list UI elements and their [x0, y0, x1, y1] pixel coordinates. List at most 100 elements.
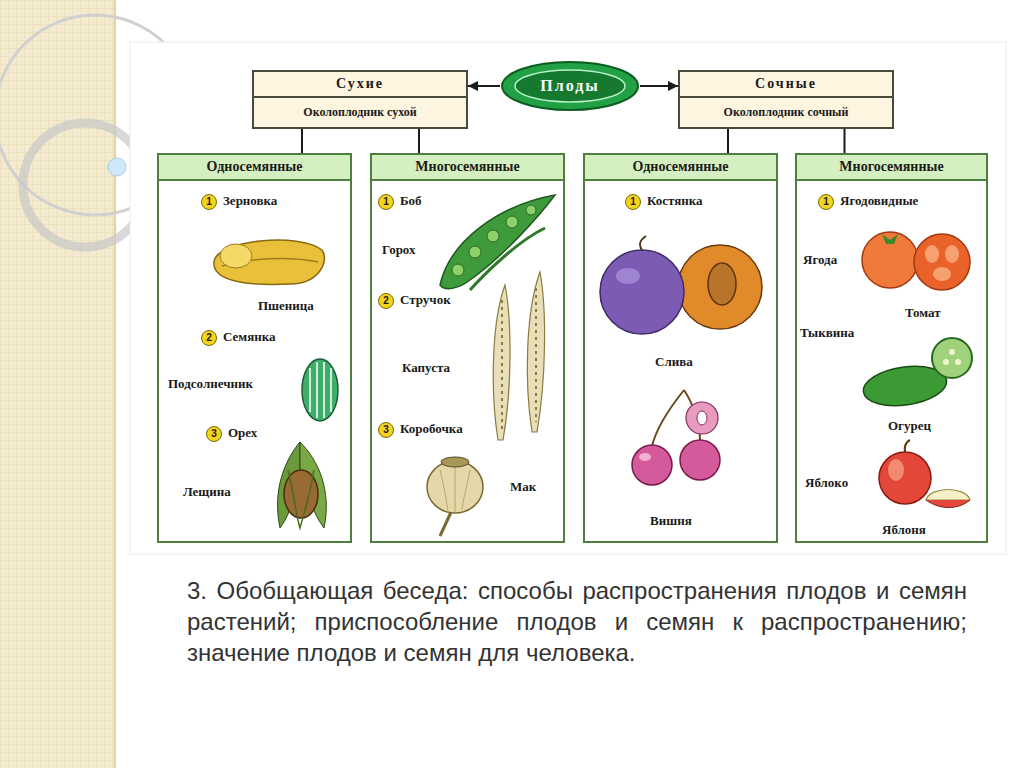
cucumber	[861, 338, 972, 411]
fruit-label: Стручок	[400, 292, 451, 308]
category-box: СухиеОколоплодник сухой	[252, 70, 468, 129]
callout-number: 1	[625, 194, 641, 210]
sunflower-seed	[330, 368, 332, 412]
node-heading: Сухие	[254, 72, 466, 98]
diagram-panel	[130, 42, 1006, 554]
fruit-label: Ягодовидные	[840, 193, 918, 209]
cucumber	[949, 349, 955, 355]
cherries	[652, 390, 684, 446]
sunflower-seed	[302, 359, 338, 421]
tomatoes	[945, 245, 959, 263]
poppy-capsule	[440, 510, 452, 536]
fruit-label: Орех	[228, 425, 257, 441]
callout-number: 2	[378, 293, 394, 309]
poppy-capsule	[440, 463, 470, 512]
poppy-capsule	[427, 457, 483, 536]
node-heading: Многосемянные	[372, 155, 563, 181]
sunflower-seed	[302, 359, 338, 421]
callout-number: 2	[201, 330, 217, 346]
cucumber	[955, 359, 961, 365]
diagram-panel	[130, 42, 1006, 554]
fruit-label: Семянка	[223, 329, 276, 345]
tomatoes	[882, 234, 898, 244]
node-heading: Плоды	[540, 77, 600, 95]
pea-pod	[440, 195, 555, 289]
cherries	[632, 445, 672, 485]
callout-number: 1	[201, 194, 217, 210]
pea-pod	[452, 264, 464, 276]
fruit-label: Зерновка	[223, 193, 277, 209]
apple	[926, 490, 970, 501]
plum	[708, 263, 736, 305]
pea-pod	[469, 246, 481, 258]
plum	[616, 268, 640, 284]
apple	[905, 440, 910, 452]
node-heading: Односемянные	[585, 155, 776, 181]
cherries	[697, 411, 707, 425]
oval-outer	[502, 62, 638, 110]
apple	[879, 452, 931, 504]
side-strip	[0, 0, 115, 768]
fruit-label: Боб	[400, 193, 422, 209]
cherries	[632, 390, 720, 485]
slide-caption: 3. Обобщающая беседа: способы распростра…	[187, 575, 967, 668]
pea-pod	[526, 205, 536, 215]
apple	[888, 459, 904, 481]
fruit-label: Вишня	[650, 513, 692, 529]
tomatoes	[925, 245, 939, 263]
plum	[640, 236, 646, 250]
side-strip	[0, 0, 115, 768]
side-strip	[0, 0, 115, 768]
cherries	[686, 402, 718, 434]
hazelnut	[288, 470, 314, 528]
side-strip	[114, 0, 116, 768]
pea-pod	[470, 228, 545, 290]
fruit-label: Капуста	[402, 360, 450, 376]
callout-number: 3	[206, 426, 222, 442]
tomatoes	[862, 232, 970, 290]
node-heading: Многосемянные	[797, 155, 986, 181]
node-body: Околоплодник сухой	[254, 98, 466, 127]
tomatoes	[862, 232, 918, 288]
cabbage-siliques	[501, 300, 503, 430]
cherries	[680, 440, 720, 480]
fruit-label: Яблоко	[805, 475, 848, 491]
fruit-label: Томат	[905, 305, 941, 321]
category-box: СочныеОколоплодник сочный	[678, 70, 894, 129]
connector-arrow	[844, 129, 846, 153]
fruit-label: Яблоня	[882, 522, 926, 538]
group-column: Односемянные	[583, 153, 778, 543]
plum	[678, 245, 762, 329]
fruit-label: Костянка	[647, 193, 703, 209]
node-body: Околоплодник сочный	[680, 98, 892, 127]
pea-pod	[506, 216, 518, 228]
hazelnut	[278, 442, 327, 528]
cucumber	[943, 359, 949, 365]
tomatoes	[933, 267, 951, 281]
connector-arrow	[468, 85, 500, 87]
fruit-label: Мак	[510, 479, 536, 495]
plum	[600, 250, 684, 334]
decor-rings	[108, 158, 126, 176]
fruit-label: Тыквина	[800, 325, 854, 341]
callout-number: 1	[378, 194, 394, 210]
tomatoes	[914, 234, 970, 290]
fruit-label: Огурец	[888, 418, 931, 434]
callout-number: 3	[378, 422, 394, 438]
cucumber	[932, 338, 972, 378]
sunflower-seed	[316, 362, 318, 418]
node-heading: Односемянные	[159, 155, 350, 181]
poppy-capsule	[427, 461, 483, 513]
connector-arrow	[418, 129, 420, 153]
connector-arrow	[727, 129, 729, 153]
connector-arrow	[640, 85, 678, 87]
fruit-label: Пшеница	[258, 298, 314, 314]
cherries	[639, 453, 651, 461]
plum	[600, 236, 762, 334]
cabbage-siliques	[535, 288, 537, 422]
sunflower-seed	[323, 362, 325, 418]
fruit-label: Горох	[382, 242, 416, 258]
apple	[879, 440, 970, 508]
fruit-label: Коробочка	[400, 421, 463, 437]
wheat-grain	[214, 240, 325, 284]
